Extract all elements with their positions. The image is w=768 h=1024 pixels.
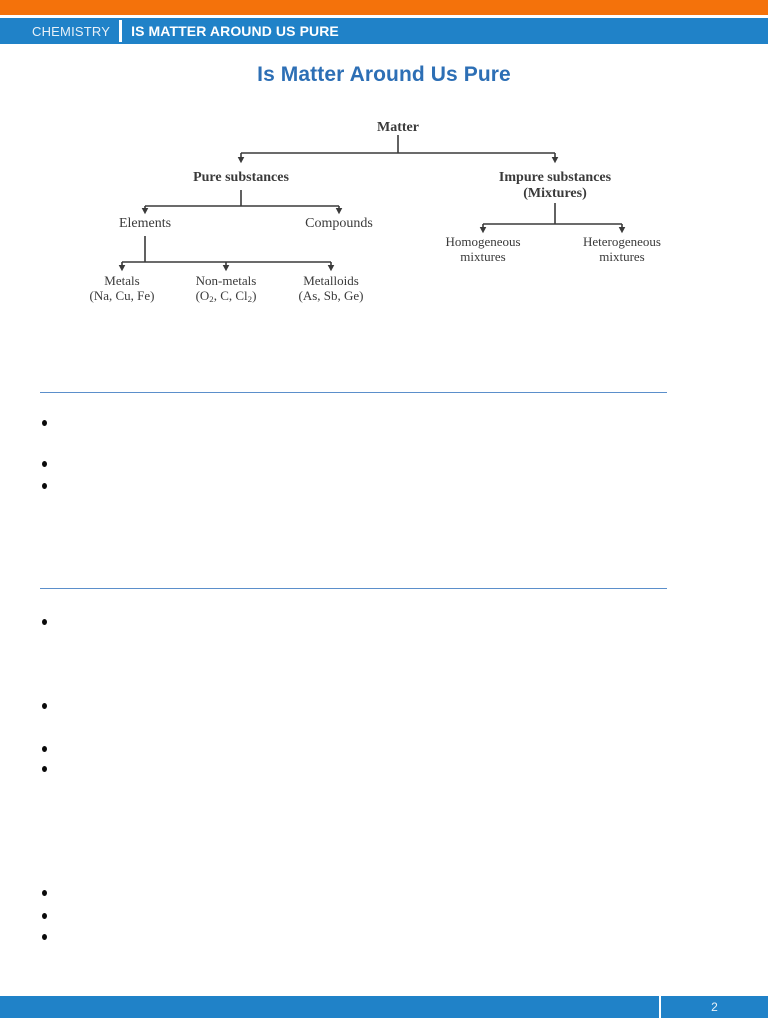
- top-accent-bar: [0, 0, 768, 15]
- flow-node-heterogeneous-line1: Heterogeneous: [583, 234, 661, 249]
- bullet-icon: [42, 461, 47, 467]
- flow-node-elements: Elements: [118, 216, 172, 231]
- list-item: [40, 930, 667, 944]
- list-item: [40, 909, 667, 923]
- flow-node-pure-substances: Pure substances: [193, 170, 289, 185]
- flow-node-metals-examples: (Na, Cu, Fe): [89, 287, 155, 303]
- formula-sub-1: 2: [209, 293, 214, 304]
- flow-node-impure-substances-line1: Impure substances: [498, 170, 612, 185]
- flow-node-homogeneous-line1: Homogeneous: [445, 234, 521, 249]
- flow-node-nonmetals-label: Non-metals: [195, 273, 257, 288]
- list-item: [40, 479, 667, 493]
- bullet-icon: [42, 746, 47, 752]
- flow-node-metalloids-examples: (As, Sb, Ge): [298, 287, 364, 303]
- formula-close: ): [252, 287, 257, 303]
- flow-node-nonmetals: Non-metals (O2, C, Cl2): [176, 273, 276, 305]
- bullet-icon: [42, 934, 47, 940]
- flow-node-metals-label: Metals: [104, 273, 140, 288]
- formula-open: (O: [195, 287, 210, 303]
- matter-classification-flowchart: Matter Pure substances Impure substances…: [0, 110, 768, 325]
- list-item: [40, 416, 667, 430]
- header-subject-label: CHEMISTRY: [32, 23, 111, 39]
- flow-node-heterogeneous-line2: mixtures: [599, 248, 645, 264]
- formula-sub-2: 2: [247, 293, 253, 304]
- flow-node-compounds: Compounds: [305, 216, 373, 231]
- footer-divider: [659, 996, 661, 1018]
- flow-node-impure-substances: Impure substances (Mixtures): [465, 170, 645, 201]
- bullet-icon: [42, 420, 47, 426]
- header-chapter-title: IS MATTER AROUND US PURE: [131, 23, 339, 39]
- list-item: [40, 457, 667, 471]
- flow-node-impure-substances-line2: (Mixtures): [523, 185, 587, 201]
- bullet-icon: [42, 890, 47, 896]
- list-item: [40, 699, 667, 713]
- flowchart-connectors: [118, 135, 626, 272]
- list-item: [40, 615, 667, 629]
- section-divider-2: [40, 588, 667, 589]
- header-divider: [119, 20, 123, 42]
- list-item: [40, 886, 667, 900]
- page-number: 2: [711, 1000, 718, 1014]
- header-band: CHEMISTRY IS MATTER AROUND US PURE: [0, 18, 768, 44]
- flow-node-matter: Matter: [377, 120, 419, 135]
- footer-bar: [0, 996, 768, 1018]
- flow-node-metalloids-label: Metalloids: [303, 273, 359, 288]
- bullet-icon: [42, 703, 47, 709]
- flow-node-homogeneous-line2: mixtures: [460, 248, 506, 264]
- flow-node-metals: Metals (Na, Cu, Fe): [72, 273, 172, 303]
- page-title: Is Matter Around Us Pure: [257, 63, 511, 86]
- formula-mid: , C, Cl: [213, 287, 248, 303]
- bullet-icon: [42, 619, 47, 625]
- flow-node-nonmetals-examples: (O2, C, Cl2): [176, 287, 276, 305]
- flow-node-homogeneous-mixtures: Homogeneous mixtures: [423, 234, 543, 264]
- section-divider-1: [40, 392, 667, 393]
- flow-node-heterogeneous-mixtures: Heterogeneous mixtures: [562, 234, 682, 264]
- list-item: [40, 762, 667, 776]
- bullet-icon: [42, 483, 47, 489]
- bullet-icon: [42, 913, 47, 919]
- flow-node-metalloids: Metalloids (As, Sb, Ge): [281, 273, 381, 303]
- bullet-icon: [42, 766, 47, 772]
- list-item: [40, 742, 667, 756]
